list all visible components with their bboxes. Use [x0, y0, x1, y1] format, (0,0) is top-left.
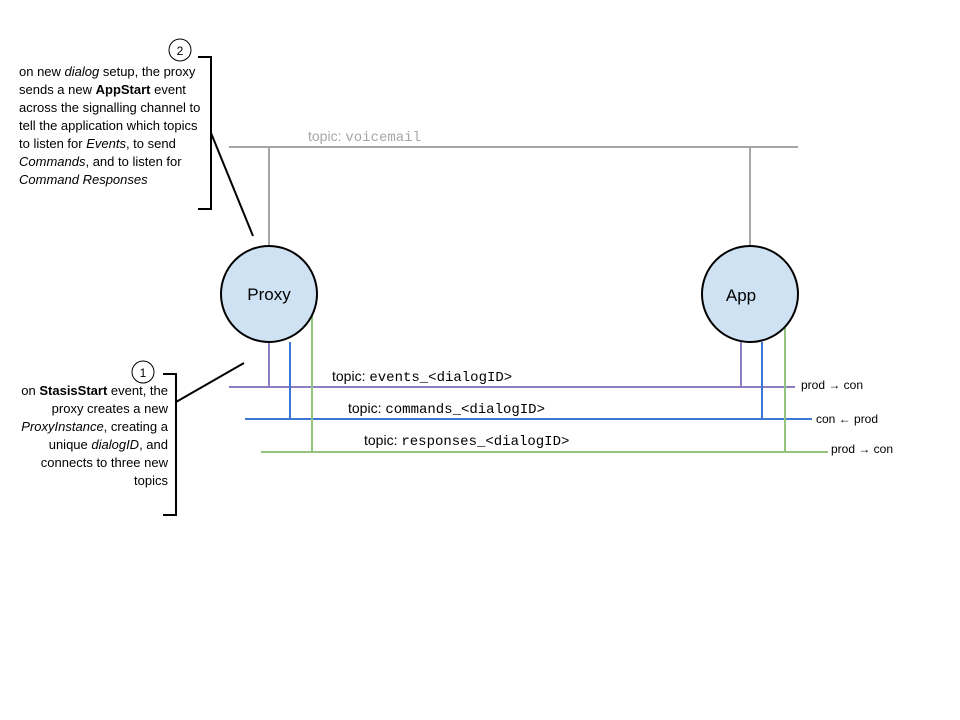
events-direction-label: prod → con — [801, 378, 863, 392]
events-topic: topic: events_<dialogID> prod → con — [229, 342, 863, 392]
voicemail-topic: topic: voicemail — [229, 128, 798, 246]
step-1-number: 1 — [140, 366, 147, 380]
annotation-text-fragment: on — [21, 383, 40, 398]
annotation-text-fragment: on new — [19, 64, 65, 79]
voicemail-topic-label: topic: voicemail — [308, 128, 421, 146]
annotation-text-fragment: Command Responses — [19, 172, 148, 187]
step-2-description: on new dialog setup, the proxy sends a n… — [19, 63, 209, 189]
annotation-text-fragment: dialog — [64, 64, 100, 79]
annotation-text-fragment: event, the proxy creates a new — [51, 383, 168, 416]
app-node-circle — [701, 245, 799, 343]
annotation-text-fragment: , to send — [125, 136, 176, 151]
step-2-number: 2 — [177, 44, 184, 58]
app-node-label: App — [726, 286, 756, 305]
step-1-bracket — [163, 373, 177, 516]
annotation-text-fragment: Commands — [19, 154, 86, 169]
proxy-node-circle — [220, 245, 318, 343]
step-1-number-badge — [131, 360, 155, 384]
annotation-text-fragment: ProxyInstance — [21, 419, 104, 434]
responses-topic-label: topic: responses_<dialogID> — [364, 432, 569, 450]
events-topic-label: topic: events_<dialogID> — [332, 368, 512, 386]
annotation-text-fragment: Events — [86, 136, 126, 151]
commands-topic: topic: commands_<dialogID> con ← prod — [245, 342, 878, 426]
annotation-text-fragment: AppStart — [95, 82, 151, 97]
annotation-text-fragment: StasisStart — [39, 383, 108, 398]
step-1-description: on StasisStart event, the proxy creates … — [4, 382, 168, 490]
responses-direction-label: prod → con — [831, 442, 893, 456]
app-node: App — [701, 245, 799, 343]
step-2-callout: 2 — [168, 38, 254, 237]
step-2-number-badge — [168, 38, 192, 62]
step-1-pointer — [175, 362, 245, 403]
commands-topic-label: topic: commands_<dialogID> — [348, 400, 545, 418]
step-1-callout: 1 — [131, 360, 245, 516]
proxy-node: Proxy — [220, 245, 318, 343]
commands-direction-label: con ← prod — [816, 412, 878, 426]
annotation-text-fragment: setup, the proxy sends a new — [19, 64, 196, 97]
annotation-text-fragment: event across the signalling channel to t… — [19, 82, 201, 151]
annotation-text-fragment: , and to listen for — [85, 154, 182, 169]
step-2-pointer — [210, 132, 254, 237]
annotation-text-fragment: , and connects to three new topics — [40, 437, 168, 488]
annotation-text-fragment: , creating a unique — [48, 419, 168, 452]
proxy-node-label: Proxy — [247, 285, 291, 304]
annotation-text-fragment: dialogID — [91, 437, 140, 452]
responses-topic: topic: responses_<dialogID> prod → con — [261, 314, 893, 456]
